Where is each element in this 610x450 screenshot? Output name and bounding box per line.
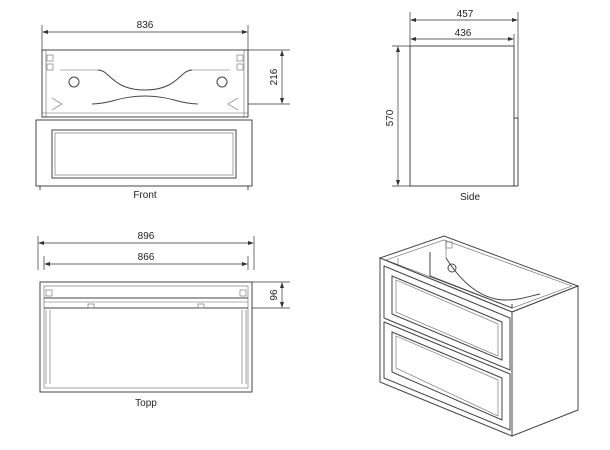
side-depth-outer-dim: 457 bbox=[457, 9, 474, 20]
front-label: Front bbox=[133, 190, 157, 201]
top-depth-dim: 96 bbox=[269, 289, 280, 301]
side-view: 457 436 570 Side bbox=[385, 9, 519, 203]
top-width-outer-dim: 896 bbox=[138, 231, 155, 242]
top-label: Topp bbox=[135, 398, 157, 409]
top-view: 896 866 96 Topp bbox=[37, 231, 290, 409]
top-width-inner-dim: 866 bbox=[138, 252, 155, 263]
front-width-dim: 836 bbox=[137, 20, 154, 31]
iso-view bbox=[378, 235, 580, 437]
side-height-dim: 570 bbox=[385, 109, 396, 126]
front-height-dim: 216 bbox=[269, 68, 280, 85]
side-label: Side bbox=[460, 192, 480, 203]
side-depth-inner-dim: 436 bbox=[455, 28, 472, 39]
front-view: 836 216 Front bbox=[35, 20, 290, 201]
